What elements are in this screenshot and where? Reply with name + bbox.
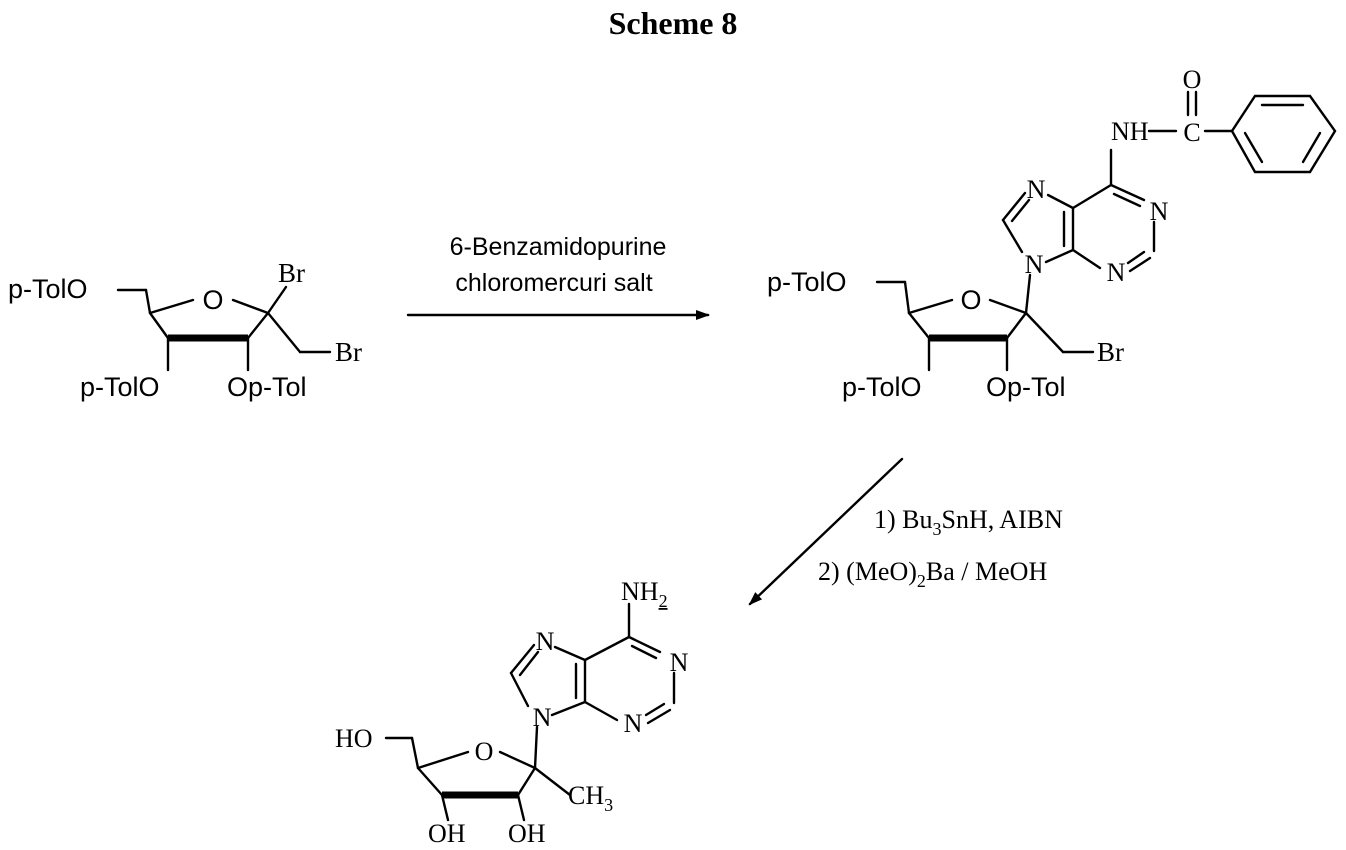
label-oh2: OH (508, 819, 546, 848)
bond-o4-c1 (990, 300, 1026, 313)
label-optol-c2: Op-Tol (986, 372, 1066, 402)
label-n7: N (1027, 175, 1046, 204)
label-ch3: CH3 (568, 781, 613, 815)
bond-c4-o4 (909, 300, 952, 313)
bond-c1-n9 (1026, 275, 1030, 313)
bond-n9-c8 (511, 673, 528, 706)
label-n1: N (1150, 197, 1169, 226)
label-ptolo-c5: p-TolO (767, 267, 847, 297)
label-ring-oxygen: O (960, 285, 981, 315)
compound-2-protected-nucleoside: p-TolO O Br p-TolO Op-Tol N N N N NH C O (767, 65, 1335, 402)
bond-c8-n7 (511, 645, 534, 673)
label-ptolo-c3: p-TolO (80, 372, 160, 402)
label-ptolo-c5: p-TolO (8, 274, 88, 304)
label-nh: NH (1111, 117, 1149, 146)
bond-n3-c4 (1073, 250, 1100, 268)
label-n3: N (624, 709, 643, 738)
bond-n9-c8 (1003, 220, 1022, 252)
label-br-ch2: Br (335, 337, 362, 367)
bond-c1-n9 (535, 727, 537, 768)
label-ho: HO (335, 724, 373, 753)
bond-c4-n9 (552, 702, 585, 715)
bond-c5-c6 (585, 637, 629, 660)
bond-c3-oh (442, 795, 448, 820)
label-n7: N (536, 627, 555, 656)
bond-c2-oh (518, 795, 524, 820)
bond-c2-n3-double (646, 704, 664, 715)
reagent-step2-line1: 1) Bu3SnH, AIBN (874, 505, 1063, 539)
bond-n3-c4 (585, 702, 617, 720)
scheme-title: Scheme 8 (609, 5, 738, 41)
bond-c2-c1 (1007, 313, 1026, 338)
bond-c2-n3-double (1128, 252, 1144, 263)
bond-c4-o4 (418, 752, 468, 768)
label-n3: N (1107, 258, 1126, 287)
bond-n7-c5 (1048, 195, 1073, 208)
reagent-step1-line2: chloromercuri salt (455, 269, 652, 297)
label-carbonyl-c: C (1183, 118, 1200, 147)
bond-c4-c5 (905, 282, 909, 313)
compound-3-final-nucleoside: HO O OH OH CH3 NH2 N N N N (335, 577, 689, 848)
bond-c2-c1 (518, 768, 535, 795)
label-nh2: NH2 (621, 577, 668, 611)
label-n1: N (670, 648, 689, 677)
label-ring-oxygen: O (202, 285, 223, 315)
bond-c4-c3 (909, 313, 929, 338)
bond-c6-n1 (629, 637, 660, 652)
bond-c1-br (268, 287, 286, 313)
bond-c4-n9 (1046, 250, 1073, 262)
label-oh3: OH (428, 819, 466, 848)
label-n9: N (533, 703, 552, 732)
reagent-step1-line1: 6-Benzamidopurine (450, 233, 667, 261)
label-n9: N (1025, 250, 1044, 279)
label-carbonyl-o: O (1183, 65, 1202, 94)
bond-c1-ch2 (268, 313, 300, 352)
label-ptolo-c3: p-TolO (842, 372, 922, 402)
bond-c5-c6 (1073, 185, 1111, 208)
bond-c4-c3 (150, 313, 168, 338)
bond-c6-n1 (1111, 185, 1144, 200)
bond-c1-ch2 (1026, 313, 1063, 352)
bond-c5-c4 (412, 738, 418, 768)
bond-o4-c1 (500, 752, 535, 768)
reagent-step2-line2: 2) (MeO)2Ba / MeOH (818, 557, 1047, 591)
bond-o4-c1 (233, 300, 268, 313)
label-ring-oxygen: O (475, 737, 494, 766)
label-optol-c2: Op-Tol (227, 372, 307, 402)
compound-1-dibromo-sugar: p-TolO O Br Br p-TolO Op-Tol (8, 258, 362, 402)
bond-c1-ch3 (535, 768, 570, 795)
bond-n7-c5 (555, 647, 585, 660)
bond-c4-c3 (418, 768, 442, 795)
label-br-ch2: Br (1097, 337, 1124, 367)
bond-c8-n7 (1003, 193, 1025, 220)
bond-c2-c1 (248, 313, 268, 338)
bond-c4-o4 (150, 300, 193, 313)
bond-c4-c5 (146, 290, 150, 313)
label-br-c1: Br (278, 258, 305, 288)
